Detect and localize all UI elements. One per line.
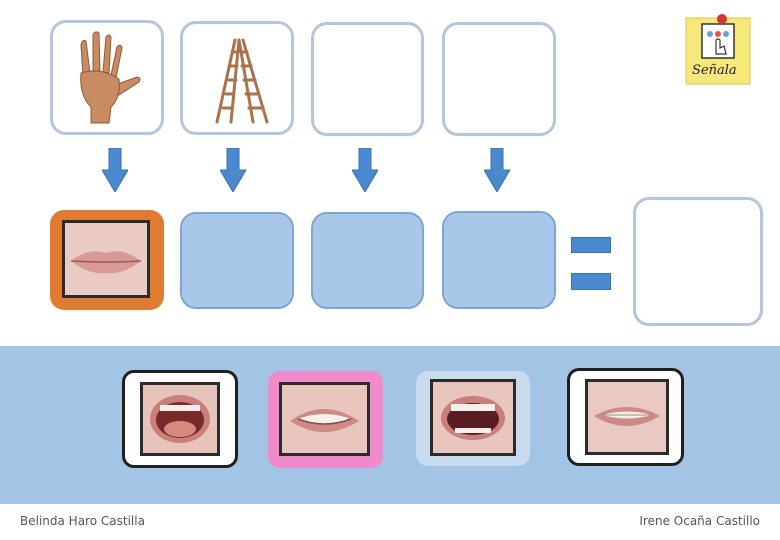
arrow-down-icon <box>484 148 510 192</box>
senala-logo: Señala <box>684 10 754 86</box>
picture-card-empty-3[interactable] <box>311 22 424 136</box>
arrow-down-icon <box>102 148 128 192</box>
answer-slot-1-filled[interactable] <box>50 210 164 310</box>
footer-author-right: Irene Ocaña Castillo <box>639 514 760 528</box>
logo-text: Señala <box>692 63 737 78</box>
result-card[interactable] <box>633 197 763 326</box>
ladder-icon <box>215 38 269 124</box>
choice-teeth-closed-smile[interactable] <box>567 368 684 466</box>
answer-slot-3[interactable] <box>311 212 424 309</box>
picture-card-hand[interactable] <box>50 20 164 135</box>
picture-card-empty-4[interactable] <box>442 22 556 136</box>
equals-icon <box>571 237 611 291</box>
choices-panel <box>0 346 780 504</box>
closed-lips-photo <box>62 220 150 298</box>
choice-smile-teeth[interactable] <box>268 371 383 468</box>
answer-slot-2[interactable] <box>180 212 294 309</box>
choice-mouth-open-wide[interactable] <box>122 370 238 468</box>
arrow-down-icon <box>220 148 246 192</box>
picture-card-ladder[interactable] <box>180 21 294 135</box>
choice-mouth-open-teeth[interactable] <box>416 371 530 466</box>
answer-slot-4[interactable] <box>442 211 556 309</box>
hand-icon <box>80 31 141 124</box>
arrow-down-icon <box>352 148 378 192</box>
footer-author-left: Belinda Haro Castilla <box>20 514 145 528</box>
